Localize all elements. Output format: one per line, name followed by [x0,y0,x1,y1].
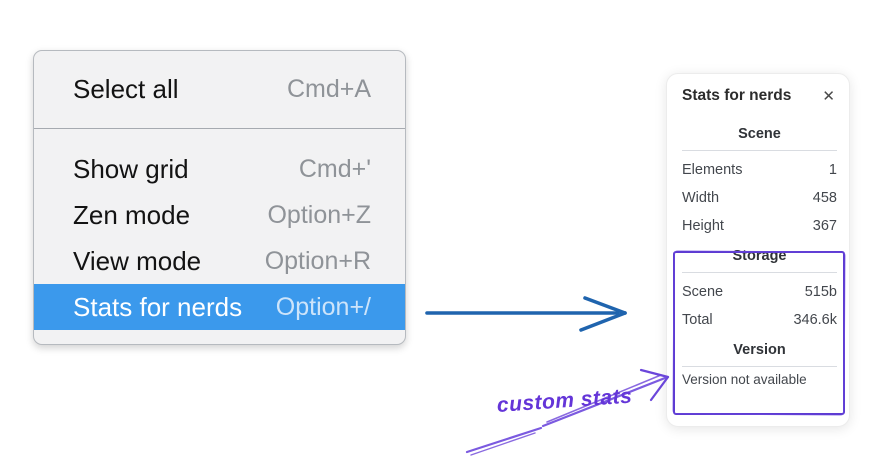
menu-item-shortcut: Option+R [264,246,371,275]
menu-item-show-grid[interactable]: Show grid Cmd+' [34,146,405,192]
menu-item-shortcut: Option+/ [275,292,371,321]
menu-group-top: Select all Cmd+A [34,51,405,128]
menu-item-label: Zen mode [73,199,191,230]
stat-row-elements: Elements 1 [682,156,837,184]
close-icon[interactable]: ✕ [822,87,835,105]
menu-divider [34,128,405,129]
annotation-label: custom stats [496,384,633,417]
section-heading-storage: Storage [732,248,787,264]
stats-panel-title: Stats for nerds [682,87,792,104]
stat-label: Width [682,190,720,206]
stats-panel-header: Stats for nerds ✕ [682,87,837,105]
stat-label: Height [682,218,724,234]
stats-panel: Stats for nerds ✕ Scene Elements 1 Width… [666,73,850,427]
menu-item-label: View mode [73,245,202,276]
stat-value: 346.6k [793,312,837,328]
stat-label: Total [682,312,713,328]
stat-row-scene-storage: Scene 515b [682,278,837,306]
stat-value: 367 [812,218,837,234]
stat-label: Scene [682,284,724,300]
menu-item-stats-for-nerds[interactable]: Stats for nerds Option+/ [34,284,405,330]
menu-item-view-mode[interactable]: View mode Option+R [34,238,405,284]
section-divider [682,272,837,273]
stat-label: Elements [682,162,743,178]
menu-item-shortcut: Cmd+' [298,154,371,183]
menu-group-bottom: Show grid Cmd+' Zen mode Option+Z View m… [34,129,405,344]
menu-item-shortcut: Cmd+A [286,74,371,103]
stat-value: 1 [828,162,837,178]
menu-item-label: Show grid [73,153,189,184]
stat-row-height: Height 367 [682,212,837,240]
section-divider [682,366,837,367]
stat-value: 515b [804,284,837,300]
menu-item-label: Stats for nerds [73,291,243,322]
stat-value: 458 [812,190,837,206]
section-heading-scene: Scene [738,126,781,142]
section-divider [682,150,837,151]
menu-item-select-all[interactable]: Select all Cmd+A [34,66,405,112]
context-menu: Select all Cmd+A Show grid Cmd+' Zen mod… [33,50,406,345]
stat-row-width: Width 458 [682,184,837,212]
stat-row-total-storage: Total 346.6k [682,306,837,334]
version-note: Version not available [682,372,807,387]
menu-item-label: Select all [73,73,179,104]
menu-item-shortcut: Option+Z [267,200,371,229]
pointer-arrow [425,296,627,332]
menu-item-zen-mode[interactable]: Zen mode Option+Z [34,192,405,238]
section-heading-version: Version [733,342,786,358]
